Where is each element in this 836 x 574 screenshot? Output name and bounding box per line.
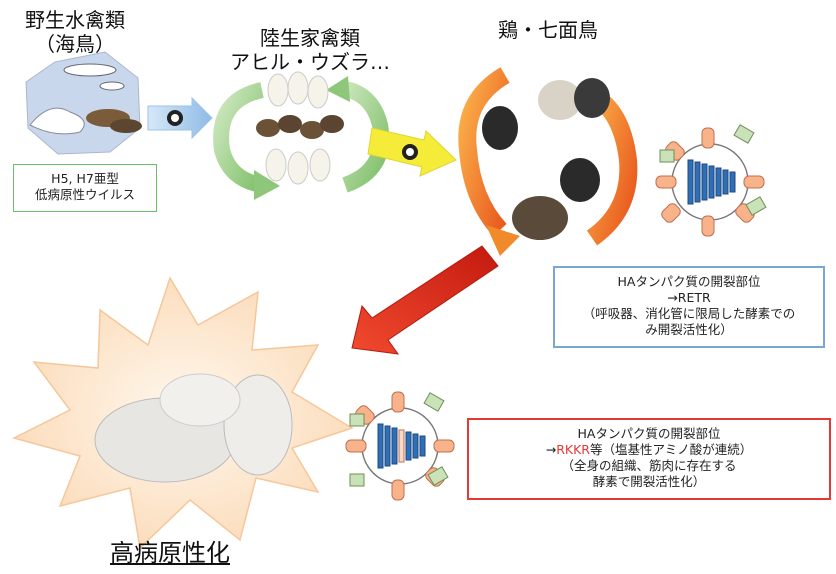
wild-title-line2: （海鳥）	[35, 32, 115, 56]
poultry-cycle	[213, 71, 390, 200]
poultry-title-line2: アヒル・ウズラ…	[230, 50, 390, 74]
transmission-arrow-1	[147, 96, 213, 140]
lpai-line1: H5, H7亜型	[51, 171, 119, 186]
cleave-high-line4: 酵素で開裂活性化）	[592, 474, 706, 489]
poultry-title-line1: 陸生家禽類	[260, 26, 360, 50]
cleave-high-line1: HAタンパク質の開裂部位	[577, 426, 721, 441]
cleave-high-arrow: →	[545, 442, 557, 457]
cleave-low-line3: （呼吸器、消化管に限局した酵素での	[582, 306, 796, 321]
lpai-box: H5, H7亜型 低病原性ウイルス	[13, 164, 157, 212]
poultry-title: 陸生家禽類 アヒル・ウズラ…	[215, 26, 405, 74]
cleave-low-line4: み開裂活性化）	[645, 322, 733, 337]
transmission-arrow-2	[367, 127, 457, 177]
starburst	[11, 276, 354, 550]
wild-bird-photo	[25, 51, 142, 155]
cleave-high-line3: （全身の組織、筋肉に存在する	[561, 458, 737, 473]
cleavage-site-high-box: HAタンパク質の開裂部位 →RKKR等（塩基性アミノ酸が連続） （全身の組織、筋…	[467, 418, 831, 500]
cleave-low-line1: HAタンパク質の開裂部位	[617, 274, 761, 289]
wild-title-line1: 野生水禽類	[25, 8, 125, 32]
cleave-high-line2: →RKKR等（塩基性アミノ酸が連続）	[469, 442, 829, 458]
chicken-cycle	[458, 67, 638, 256]
cleave-high-rkkr: RKKR	[556, 442, 590, 457]
hpai-label: 高病原性化	[110, 539, 230, 567]
cleave-high-suffix: 等（塩基性アミノ酸が連続）	[589, 442, 753, 457]
virus-low-pathogenic	[655, 124, 767, 237]
virus-high-pathogenic	[345, 391, 455, 501]
cleave-low-line2: →RETR	[667, 290, 711, 305]
wild-waterfowl-title: 野生水禽類 （海鳥）	[10, 8, 140, 56]
chicken-title: 鶏・七面鳥	[498, 18, 598, 42]
lpai-line2: 低病原性ウイルス	[34, 187, 135, 202]
cleavage-site-low-box: HAタンパク質の開裂部位 →RETR （呼吸器、消化管に限局した酵素での み開裂…	[553, 266, 825, 348]
hpai-arrow	[351, 245, 499, 355]
